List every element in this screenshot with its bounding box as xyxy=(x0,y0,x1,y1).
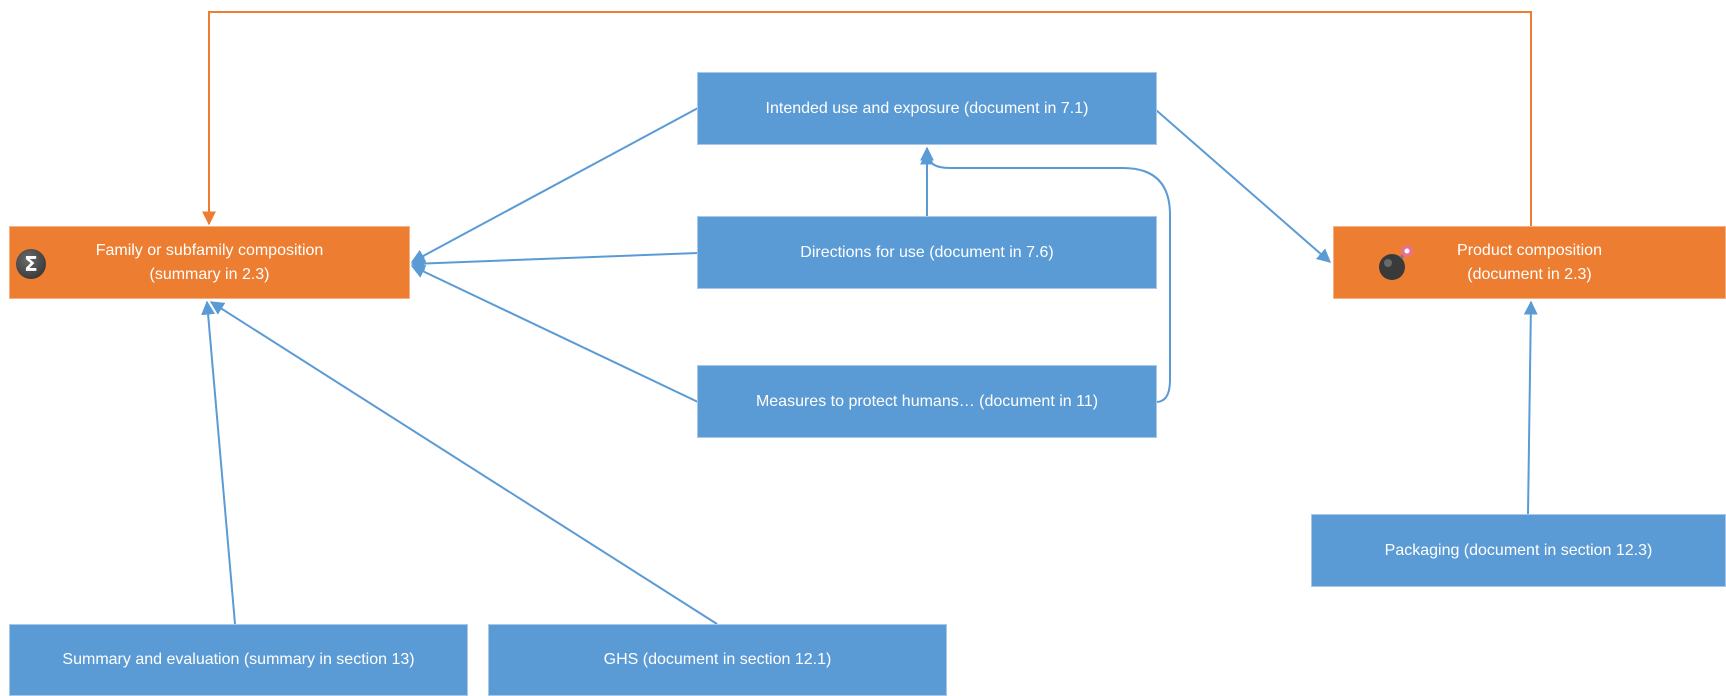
summary-evaluation-node[interactable]: Summary and evaluation (summary in secti… xyxy=(9,624,468,696)
connector-intended-to-family xyxy=(410,107,699,263)
family-composition-label: Family or subfamily composition (summary… xyxy=(96,239,324,287)
measures-protect-humans-label: Measures to protect humans… (document in… xyxy=(755,392,1099,410)
directions-for-use-node[interactable]: Directions for use (document in 7.6) xyxy=(697,216,1157,289)
connector-product-to-family xyxy=(202,11,1532,226)
product-composition-label: Product composition (document in 2.3) xyxy=(1457,239,1602,287)
product-label-line2: (document in 2.3) xyxy=(1467,265,1592,283)
ghs-label: GHS (document in section 12.1) xyxy=(603,651,832,668)
connector-ghs-to-family xyxy=(209,301,718,625)
measures-protect-humans-node[interactable]: Measures to protect humans… (document in… xyxy=(697,365,1157,438)
directions-for-use-label: Directions for use (document in 7.6) xyxy=(800,243,1054,261)
connector-summary-to-family xyxy=(201,300,236,625)
product-label-line1: Product composition xyxy=(1457,241,1602,259)
packaging-node[interactable]: Packaging (document in section 12.3) xyxy=(1311,514,1726,587)
summary-evaluation-label: Summary and evaluation (summary in secti… xyxy=(62,651,415,668)
sigma-icon: Σ xyxy=(16,249,46,279)
product-composition-node[interactable]: Product composition (document in 2.3) xyxy=(1333,226,1726,299)
connector-measures-to-intended xyxy=(920,150,1171,403)
bomb-icon xyxy=(1379,245,1413,280)
intended-use-label: Intended use and exposure (document in 7… xyxy=(765,99,1089,117)
connector-measures-to-family xyxy=(410,265,699,403)
ghs-node[interactable]: GHS (document in section 12.1) xyxy=(488,624,947,696)
family-composition-node[interactable]: Σ Family or subfamily composition (summa… xyxy=(9,226,410,299)
intended-use-node[interactable]: Intended use and exposure (document in 7… xyxy=(697,72,1157,145)
connector-intended-to-product xyxy=(1155,109,1332,263)
family-label-line2: (summary in 2.3) xyxy=(149,265,270,283)
packaging-label: Packaging (document in section 12.3) xyxy=(1384,541,1653,559)
connector-directions-to-family xyxy=(410,252,699,271)
connector-packaging-to-product xyxy=(1523,300,1538,515)
family-label-line1: Family or subfamily composition xyxy=(95,241,324,259)
